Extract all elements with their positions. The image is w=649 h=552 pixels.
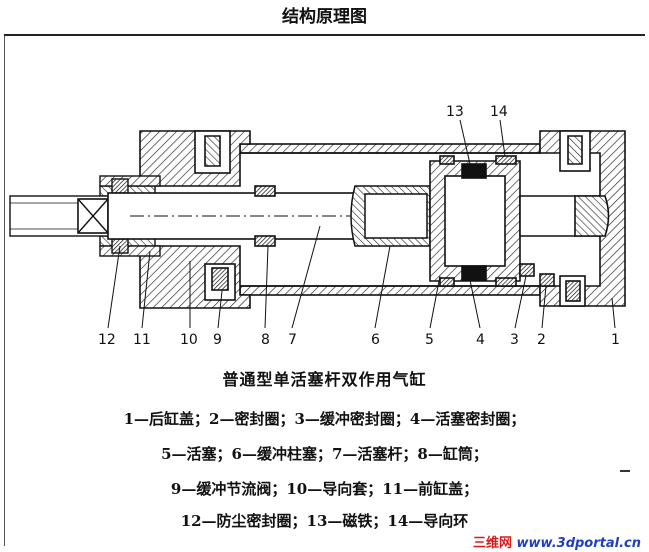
callout-5: 5 [425, 332, 434, 348]
callout-4: 4 [476, 332, 485, 348]
callout-10: 10 [180, 332, 198, 348]
legend-line-3: 9—缓冲节流阀；10—导向套；11—前缸盖； [170, 480, 479, 498]
leader-lines [107, 119, 616, 329]
rod-end [9, 195, 111, 237]
watermark: 三维网 www.3dportal.cn [470, 532, 643, 551]
callout-1: 1 [611, 332, 620, 348]
legend-line-1: 1—后缸盖；2—密封圈；3—缓冲密封圈；4—活塞密封圈； [123, 410, 526, 428]
header-divider [4, 34, 645, 36]
legend-line-2: 5—活塞；6—缓冲柱塞；7—活塞杆；8—缸筒； [161, 445, 488, 463]
diagram-caption: 普通型单活塞杆双作用气缸 [222, 370, 427, 389]
legend-line-4: 12—防尘密封圈；13—磁铁；14—导向环 [180, 512, 469, 530]
piston-5 [429, 155, 521, 287]
callout-14: 14 [490, 104, 508, 120]
callout-12: 12 [98, 332, 116, 348]
stray-mark [620, 470, 630, 472]
diagram-header-title: 结构原理图 [282, 7, 367, 27]
callout-11: 11 [133, 332, 151, 348]
callout-7: 7 [288, 332, 297, 348]
front-cover-11 [139, 130, 251, 309]
rear-cover-1 [519, 130, 626, 307]
callout-3: 3 [510, 332, 519, 348]
callout-9: 9 [213, 332, 222, 348]
callout-2: 2 [537, 332, 546, 348]
callout-8: 8 [261, 332, 270, 348]
callout-13: 13 [446, 104, 464, 120]
cylinder-cross-section-diagram: 12 11 10 9 8 7 6 5 4 3 2 1 13 14 [9, 104, 626, 348]
callout-6: 6 [371, 332, 380, 348]
cushion-plunger-6 [350, 185, 431, 247]
watermark-url: www.3dportal.cn [516, 536, 641, 551]
watermark-cn: 三维网 [472, 536, 512, 551]
left-border-line [4, 36, 5, 546]
